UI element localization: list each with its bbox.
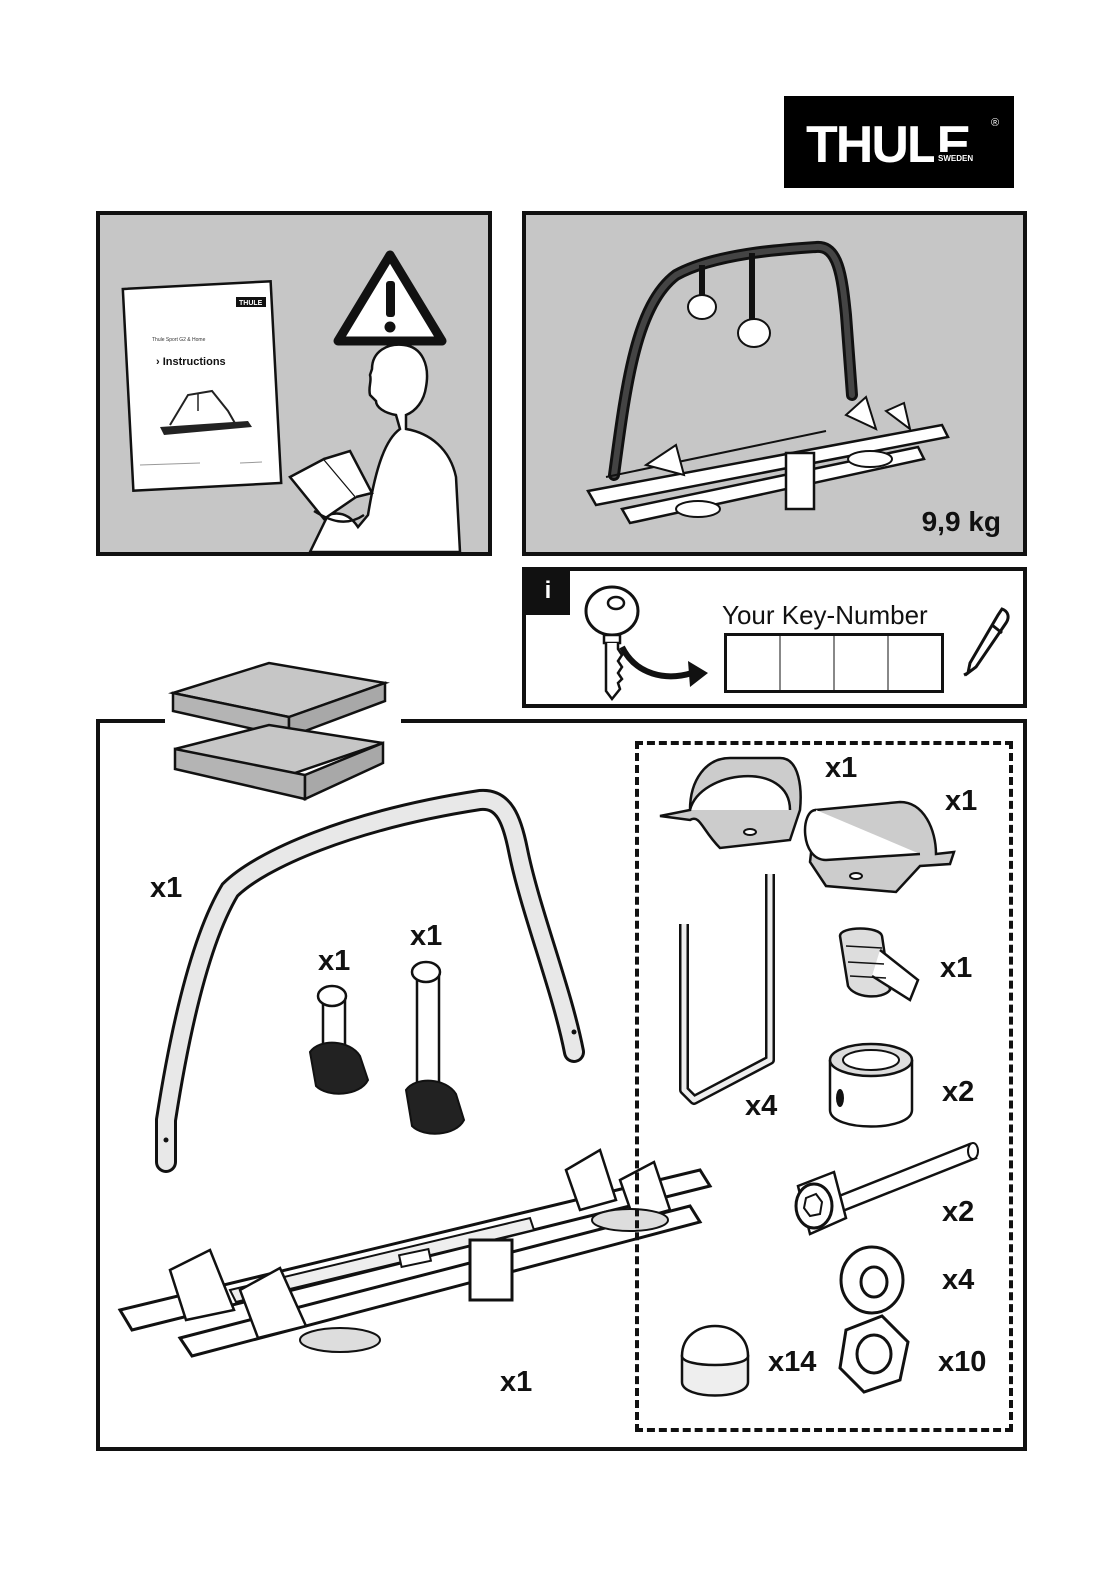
strap-icon: [840, 929, 918, 1001]
washer-quantity: x4: [942, 1264, 974, 1297]
key-number-label: Your Key-Number: [722, 600, 928, 631]
package-boxes: [165, 705, 401, 735]
warning-triangle-icon: [338, 255, 442, 341]
wheel-holder-short: [310, 986, 368, 1094]
instruction-booklet: THULE Thule Sport G2 & Home › Instructio…: [123, 281, 281, 490]
key-digit-slot[interactable]: [781, 636, 835, 690]
main-parts-illustration: [110, 790, 630, 1430]
carrier-hoop: [164, 800, 577, 1162]
logo-text: THULE: [806, 116, 970, 174]
booklet-brand: THULE: [239, 300, 263, 307]
rack-base-quantity: x1: [500, 1366, 532, 1399]
u-bolt-icon: [684, 874, 770, 1100]
key-digit-slot[interactable]: [727, 636, 781, 690]
wheel-holder-short-quantity: x1: [318, 945, 350, 978]
logo-subtext: SWEDEN: [938, 154, 973, 163]
logo-registered-mark: ®: [991, 117, 999, 129]
key-digit-slot[interactable]: [835, 636, 889, 690]
key-number-panel: i Your Key-Number: [522, 567, 1027, 708]
bracket-a-quantity: x1: [825, 752, 857, 785]
wheel-holder-long: [406, 962, 464, 1134]
info-badge: i: [526, 571, 570, 615]
key-digit-slot[interactable]: [889, 636, 941, 690]
cap-quantity: x14: [768, 1346, 816, 1379]
bolt-quantity: x2: [942, 1196, 974, 1229]
rack-base: [120, 1150, 710, 1356]
washer-icon: [841, 1247, 903, 1313]
read-instructions-panel: THULE Thule Sport G2 & Home › Instructio…: [96, 211, 492, 556]
nut-quantity: x10: [938, 1346, 986, 1379]
thule-logo: THULE SWEDEN ®: [784, 96, 1014, 188]
product-panel: 9,9 kg: [522, 211, 1027, 556]
key-number-field[interactable]: [724, 633, 944, 693]
spacer-icon: [830, 1044, 912, 1127]
strap-quantity: x1: [940, 952, 972, 985]
package-box-icon: [169, 643, 399, 813]
bracket-b-quantity: x1: [945, 785, 977, 818]
person-reading-icon: [290, 345, 460, 552]
booklet-heading: › Instructions: [156, 356, 226, 368]
bracket-a-icon: [660, 758, 801, 848]
spacer-quantity: x2: [942, 1076, 974, 1109]
bracket-b-icon: [805, 802, 954, 892]
cap-icon: [682, 1326, 748, 1396]
nut-icon: [840, 1316, 908, 1392]
u-bolt-quantity: x4: [745, 1090, 777, 1123]
booklet-small-title: Thule Sport G2 & Home: [152, 337, 206, 343]
pen-icon: [962, 605, 1012, 677]
product-weight: 9,9 kg: [922, 506, 1001, 538]
wheel-holder-long-quantity: x1: [410, 920, 442, 953]
bike-carrier-illustration: [526, 215, 1023, 552]
hoop-quantity: x1: [150, 872, 182, 905]
key-icon: [576, 581, 716, 701]
